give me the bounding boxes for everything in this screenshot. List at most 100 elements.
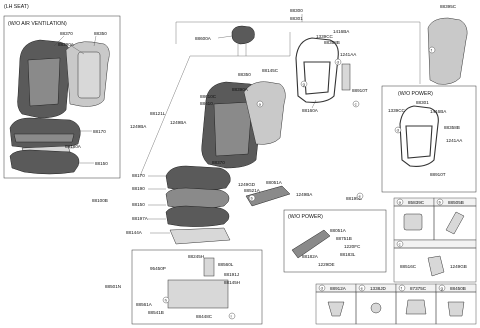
part-label: 1249BA <box>296 192 313 197</box>
part-label: 88600A <box>195 36 212 41</box>
lever <box>203 257 215 277</box>
w-o-power-track-title: (W/O POWER) <box>288 214 323 220</box>
part-label: 88150 <box>132 202 145 207</box>
part-label: 88350 <box>94 31 107 36</box>
w-o-power-frame-box <box>381 85 477 193</box>
seat-back-shell <box>427 17 468 85</box>
callout-e <box>358 284 366 292</box>
callout-f-main <box>428 46 436 54</box>
part-label: 88245H <box>188 254 204 259</box>
part-code: 88450B <box>450 286 466 291</box>
w-o-power-track-box <box>283 209 387 273</box>
cover-part <box>445 211 465 235</box>
table-cell <box>435 291 477 325</box>
part-label: 88610C <box>200 94 217 99</box>
callout-letter: g <box>303 82 305 87</box>
diagram-title: (LH SEAT) <box>4 4 29 10</box>
w-o-power-frame-title: (W/O POWER) <box>398 91 433 97</box>
part-label: 88183L <box>340 252 356 257</box>
air-vent-title: (W/O AIR VENTILATION) <box>8 21 67 27</box>
part-label: 88910T <box>430 172 446 177</box>
callout-letter: b <box>251 196 254 201</box>
part-label: 88150 <box>95 161 108 166</box>
main-seat-back-pad <box>243 81 286 145</box>
cap-part <box>447 301 465 317</box>
callout-d-main <box>334 58 342 66</box>
seat-back-insert <box>27 57 61 107</box>
clip-part-f <box>405 299 427 315</box>
callout-letter: f <box>431 48 433 53</box>
part-label: 88160A <box>302 108 319 113</box>
part-label: 88197A <box>132 216 149 221</box>
callout-a <box>396 198 404 206</box>
part-label: 88751B <box>336 236 352 241</box>
callout-letter: f <box>401 286 403 291</box>
part-label: 88610 <box>200 101 213 106</box>
part-label: 88145C <box>262 68 279 73</box>
part-label: 88300 <box>290 8 303 13</box>
callouts: d g c f d b i e h a <box>162 46 436 320</box>
seat-cushion-pad <box>9 149 80 175</box>
main-seat-back-insert <box>213 101 253 157</box>
callout-letter: e <box>359 194 362 199</box>
callout-letter: c <box>355 102 357 107</box>
part-label: 1241AA <box>446 138 463 143</box>
part-label: 88541B <box>148 310 164 315</box>
callout-b-main <box>248 194 256 202</box>
parts-table: a 85839C b 88505B c 88516C 1249GB d 8891… <box>315 197 477 325</box>
part-label: 1416BA <box>333 29 350 34</box>
part-label: 88170 <box>132 173 145 178</box>
part-label: 88358B <box>444 125 460 130</box>
callout-d-wo <box>394 126 402 134</box>
callout-d <box>318 284 326 292</box>
clip-part <box>403 213 423 231</box>
w-o-power-frame-section: (W/O POWER) 88301 1339CC 1416BA 88358B 1… <box>381 85 477 193</box>
table-header-cell <box>393 239 477 249</box>
cushion-mat <box>169 227 231 245</box>
callout-letter: g <box>441 286 443 291</box>
part-code: 1249GB <box>450 264 467 269</box>
seat-track <box>167 279 229 309</box>
part-label: 88501N <box>105 284 121 289</box>
part-label: 88121L <box>150 111 166 116</box>
part-label: 88170 <box>93 129 106 134</box>
part-label: 88390A <box>232 87 249 92</box>
part-label: 1229DE <box>318 262 335 267</box>
seat-cushion-insert <box>13 133 75 143</box>
callout-c-main <box>352 100 360 108</box>
callout-letter: d <box>337 60 339 65</box>
w-o-power-frame-inner <box>405 125 433 159</box>
plug-part <box>327 301 345 317</box>
part-label: 1249BA <box>170 120 187 125</box>
part-label: 1416BA <box>430 109 447 114</box>
air-vent-section: (W/O AIR VENTILATION) 88370 88350 88390A… <box>3 15 121 179</box>
part-label: 88051A <box>266 180 283 185</box>
callout-letter: a <box>259 102 262 107</box>
rail-box <box>131 249 263 325</box>
callout-i-main <box>228 312 236 320</box>
back-heater-mat <box>77 51 101 99</box>
air-vent-box <box>3 15 121 179</box>
part-label: 88182A <box>302 254 319 259</box>
part-code: 87375C <box>410 286 427 291</box>
part-label: 88370 <box>212 160 225 165</box>
part-label: 88358B <box>324 40 340 45</box>
part-code: 88516C <box>400 264 417 269</box>
leader <box>311 99 317 109</box>
callout-g-main <box>300 80 308 88</box>
table-cell <box>393 247 477 283</box>
callout-letter: h <box>165 298 167 303</box>
part-label: 1249BA <box>130 124 147 129</box>
part-label: 88195B <box>346 196 362 201</box>
part-label: 88448C <box>196 314 213 319</box>
callout-g <box>438 284 446 292</box>
main-cushion-base <box>165 205 230 227</box>
part-label: 88301 <box>290 16 303 21</box>
part-label: 88370 <box>60 31 73 36</box>
part-label: 1220FC <box>344 244 361 249</box>
main-cushion-cover <box>165 165 231 191</box>
bracket-line <box>139 55 191 177</box>
part-code: 85839C <box>408 200 425 205</box>
side-cover <box>245 185 291 207</box>
